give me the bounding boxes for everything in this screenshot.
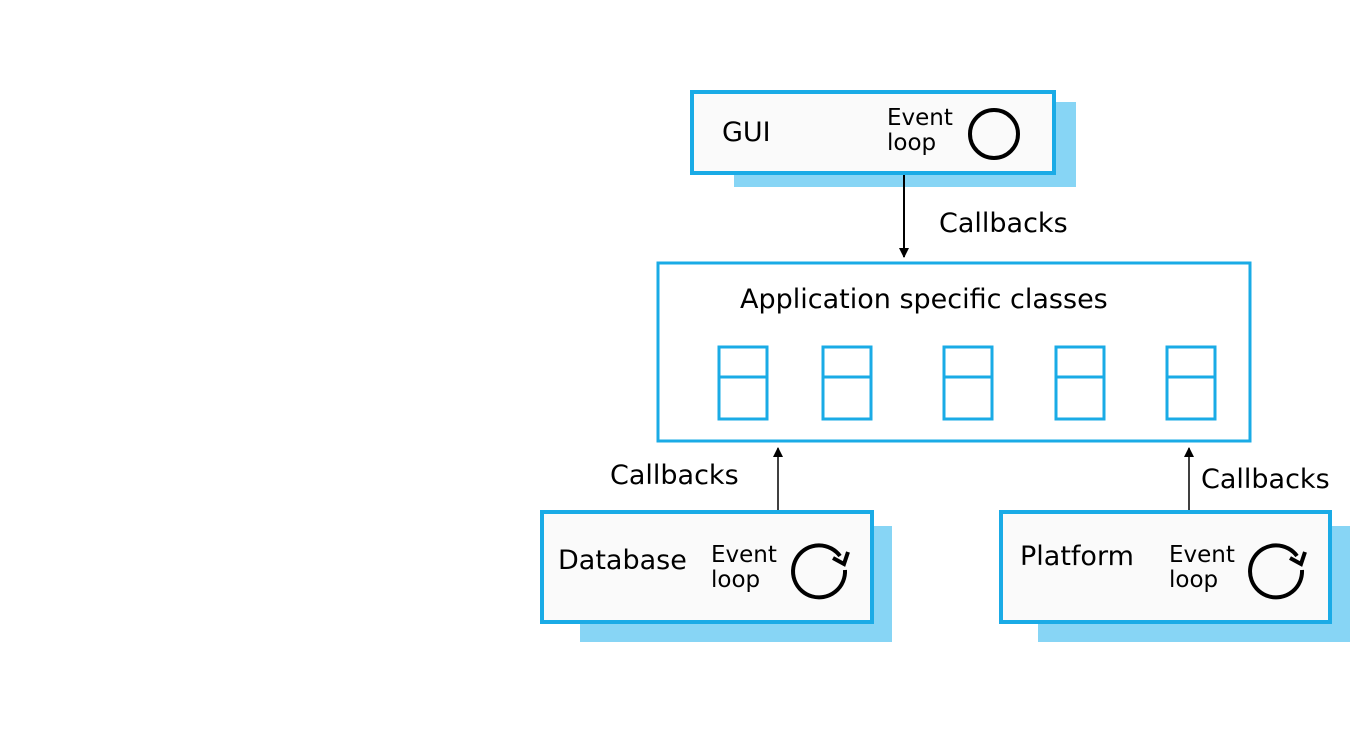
database-node-box: [540, 510, 874, 624]
gui-node-label: GUI: [722, 117, 771, 148]
platform-to-app-label: Callbacks: [1201, 464, 1330, 495]
platform-event-loop-label-line2: loop: [1169, 567, 1218, 593]
gui-event-loop-label-line1: Event: [887, 105, 953, 131]
database-event-loop-label-line2: loop: [711, 567, 760, 593]
gui-to-app-label: Callbacks: [939, 208, 1068, 239]
database-node: Database Event loop: [540, 510, 892, 642]
platform-to-app-edge: Callbacks: [1184, 447, 1330, 510]
class-box-icon: [1165, 345, 1217, 421]
application-node: Application specific classes: [656, 261, 1252, 443]
platform-node-label: Platform: [1020, 541, 1134, 572]
class-box-icon: [717, 345, 769, 421]
gui-to-app-edge: Callbacks: [899, 175, 1068, 258]
db-to-app-edge: Callbacks: [610, 447, 783, 510]
class-box-icon: [821, 345, 873, 421]
platform-event-loop-label-line1: Event: [1169, 542, 1235, 568]
database-event-loop-label-line1: Event: [711, 542, 777, 568]
application-node-label: Application specific classes: [740, 284, 1108, 315]
db-to-app-label: Callbacks: [610, 460, 739, 491]
class-box-outline: [1165, 345, 1217, 421]
cycle-arrow-icon: [791, 543, 850, 600]
class-box-outline: [717, 345, 769, 421]
class-box-outline: [821, 345, 873, 421]
class-box-outline: [1054, 345, 1106, 421]
platform-node: Platform Event loop: [999, 510, 1350, 642]
gui-event-loop-label-line2: loop: [887, 130, 936, 156]
database-node-label: Database: [558, 545, 687, 576]
class-icons: [717, 345, 1217, 421]
platform-node-box: [999, 510, 1332, 624]
cycle-arrow-icon: [1248, 543, 1307, 600]
class-box-icon: [942, 345, 994, 421]
gui-node: GUI Event loop: [690, 90, 1076, 187]
class-box-outline: [942, 345, 994, 421]
class-box-icon: [1054, 345, 1106, 421]
circle-icon: [968, 108, 1020, 160]
